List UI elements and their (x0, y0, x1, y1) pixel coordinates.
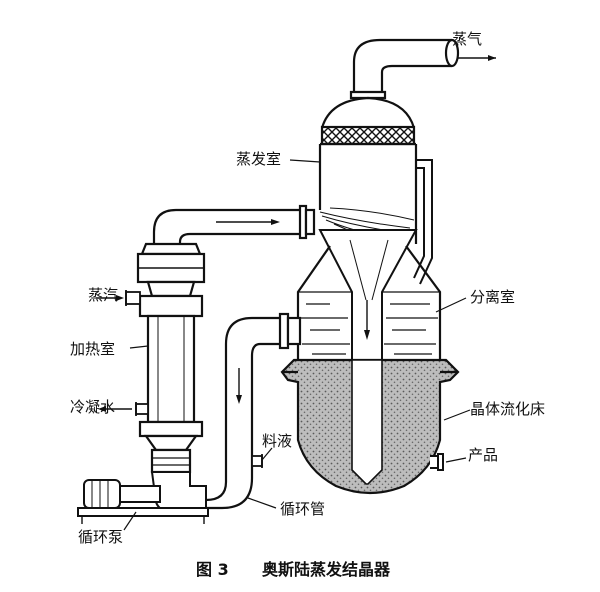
label-circulation-pump: 循环泵 (78, 528, 124, 546)
heating-chamber (136, 242, 206, 474)
circulation-pipe (200, 312, 302, 510)
top-transfer-pipe (152, 204, 316, 256)
feed-inlet (251, 454, 263, 468)
label-circulation-pipe: 循环管 (280, 500, 326, 518)
crystal-fluidized-bed (280, 358, 460, 495)
label-product: 产品 (468, 446, 499, 464)
label-separation-chamber: 分离室 (470, 288, 516, 306)
label-heating-chamber: 加热室 (70, 340, 116, 358)
side-return-pipe (413, 159, 433, 285)
steam-inlet-nozzle (125, 290, 141, 306)
circulation-pump (77, 471, 209, 524)
label-steam-in: 蒸汽 (88, 286, 119, 304)
figure-number: 图 3 (196, 560, 229, 579)
label-evaporation-chamber: 蒸发室 (236, 150, 282, 168)
steam-outlet-pipe (349, 38, 460, 100)
leader-lines (123, 159, 471, 531)
figure-title: 奥斯陆蒸发结晶器 (262, 560, 391, 579)
product-outlet (430, 453, 444, 471)
label-feed-liquid: 料液 (262, 432, 293, 450)
label-crystal-fluidized-bed: 晶体流化床 (470, 400, 546, 418)
label-cooling-water: 冷凝水 (70, 398, 116, 416)
label-steam-out: 蒸气 (452, 30, 483, 48)
condensate-nozzle (135, 402, 149, 416)
liquid-surface-lines (298, 291, 440, 355)
